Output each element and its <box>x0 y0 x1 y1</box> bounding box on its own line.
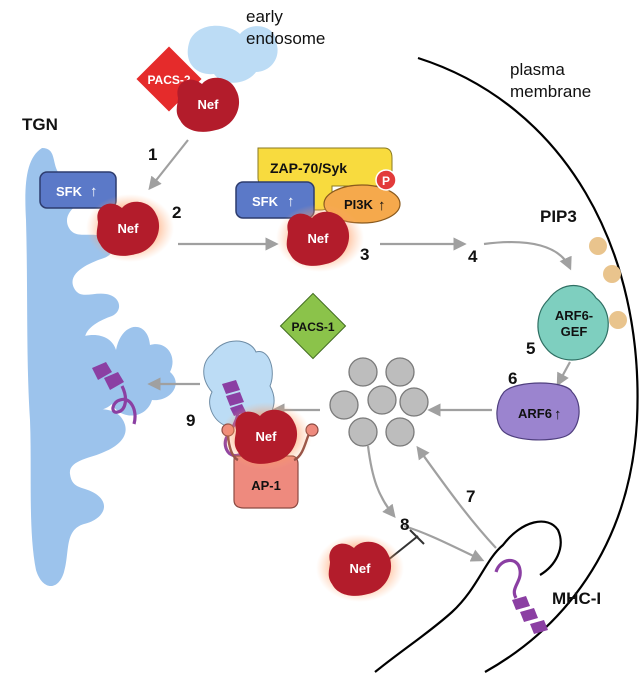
early-endosome-label-1: early <box>246 7 283 26</box>
inhibition-bar <box>409 529 425 545</box>
step-1: 1 <box>148 145 157 164</box>
nef-complex: Nef <box>286 211 350 266</box>
early-endosome <box>187 25 278 83</box>
arf6-gef-protein: ARF6- GEF <box>537 285 609 361</box>
plasma-membrane-label-1: plasma <box>510 60 565 79</box>
svg-text:Nef: Nef <box>308 231 330 246</box>
svg-text:P: P <box>382 174 390 188</box>
nef-free: Nef <box>328 541 392 596</box>
pacs-1-protein: PACS-1 <box>279 292 347 360</box>
pip3-label: PIP3 <box>540 207 577 226</box>
step-3: 3 <box>360 245 369 264</box>
svg-text:Nef: Nef <box>118 221 140 236</box>
arf6-protein: ARF6 ↑ <box>496 382 580 441</box>
svg-text:PI3K: PI3K <box>344 197 374 212</box>
tgn-lobe <box>54 326 176 416</box>
arrow-step-5 <box>556 361 571 387</box>
svg-text:Nef: Nef <box>350 561 372 576</box>
step-4: 4 <box>468 247 478 266</box>
step-6: 6 <box>508 369 517 388</box>
mhc-i-membrane <box>494 558 548 634</box>
pip3-lipid-2 <box>603 265 621 283</box>
svg-text:GEF: GEF <box>561 324 588 339</box>
pip3-lipid-1 <box>589 237 607 255</box>
svg-text:↑: ↑ <box>287 193 295 210</box>
sfk-complex: SFK ↑ <box>235 181 315 219</box>
svg-text:ZAP-70/Syk: ZAP-70/Syk <box>270 160 347 176</box>
svg-text:↑: ↑ <box>554 406 562 423</box>
early-endosome-label-2: endosome <box>246 29 325 48</box>
vesicle-cluster <box>329 357 429 447</box>
step-9: 9 <box>186 411 195 430</box>
svg-text:AP-1: AP-1 <box>251 478 281 493</box>
svg-text:Nef: Nef <box>256 429 278 444</box>
arrow-step-1 <box>148 139 189 191</box>
plasma-membrane-lower <box>374 520 562 673</box>
svg-text:ARF6: ARF6 <box>518 406 552 421</box>
svg-text:SFK: SFK <box>252 194 279 209</box>
step-2: 2 <box>172 203 181 222</box>
phospho-group: P <box>375 169 397 191</box>
svg-text:↑: ↑ <box>90 183 98 200</box>
svg-text:SFK: SFK <box>56 184 83 199</box>
nef-tgn: Nef <box>96 201 160 256</box>
mhc-i-tgn <box>92 362 137 425</box>
step-8: 8 <box>400 515 409 534</box>
arrow-step-8a <box>366 445 396 519</box>
arrow-step-4 <box>483 241 572 271</box>
arrow-step-7 <box>416 445 497 549</box>
svg-text:↑: ↑ <box>378 197 386 214</box>
svg-text:PACS-1: PACS-1 <box>291 320 334 334</box>
svg-text:PACS-2: PACS-2 <box>147 73 190 87</box>
plasma-membrane-label-2: membrane <box>510 82 591 101</box>
nef-endosome: Nef <box>176 77 240 132</box>
svg-text:Nef: Nef <box>198 97 220 112</box>
arrow-step-8b <box>403 524 485 562</box>
step-5: 5 <box>526 339 535 358</box>
nef-ap1: Nef <box>234 409 298 464</box>
svg-text:ARF6-: ARF6- <box>555 308 593 323</box>
mhc-i-label: MHC-I <box>552 589 601 608</box>
tgn-label: TGN <box>22 115 58 134</box>
plasma-membrane <box>417 56 639 673</box>
pip3-lipid-3 <box>609 311 627 329</box>
sfk-tgn: SFK ↑ <box>39 171 117 209</box>
step-7: 7 <box>466 487 475 506</box>
